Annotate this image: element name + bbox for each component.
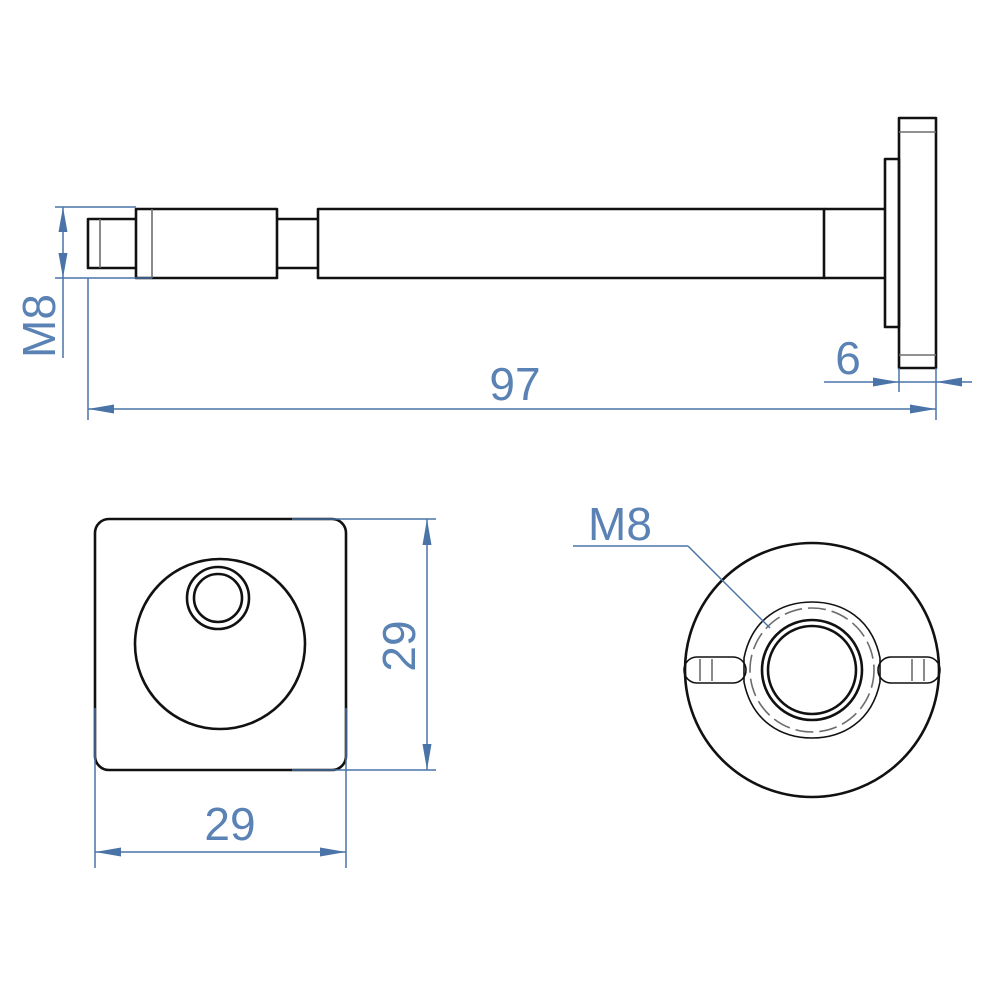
main-shaft (316, 207, 826, 280)
thread-dimension-label: M8 (13, 294, 65, 358)
dim-arrow (88, 404, 114, 414)
neck-section (277, 217, 318, 270)
width-dimension: 29 (94, 708, 347, 868)
bore-inner (766, 624, 858, 716)
dim-arrow (422, 519, 432, 545)
right-wing (877, 656, 941, 684)
end-view: M8 (573, 498, 941, 799)
dim-arrow (422, 744, 432, 770)
round-flange (683, 541, 941, 799)
shoulder-section (134, 207, 279, 280)
end-thread-label: M8 (588, 498, 652, 550)
length-dimension: 97 (87, 278, 937, 420)
dim-arrow (58, 207, 68, 232)
bolt-head-inner (192, 572, 244, 624)
dim-arrow (873, 377, 899, 387)
square-plate (93, 517, 348, 772)
thread-dashed-circle (749, 607, 875, 733)
washer (883, 157, 901, 329)
dim-arrow (936, 377, 962, 387)
wing-nut-body (743, 601, 881, 739)
length-dimension-label: 97 (489, 358, 540, 410)
dim-arrow (910, 404, 936, 414)
left-wing (683, 656, 747, 684)
plate-dimension-label: 6 (835, 332, 861, 384)
thread-leader: M8 (573, 498, 771, 629)
width-dimension-label: 29 (204, 798, 255, 850)
height-dimension: 29 (292, 518, 436, 771)
dim-arrow (320, 847, 346, 857)
dim-arrow (58, 253, 68, 278)
side-view: M8 97 6 (13, 116, 972, 420)
thread-tip (86, 217, 136, 270)
bolt-head-outer (185, 565, 251, 631)
dim-arrow (95, 847, 121, 857)
washer-disc (133, 557, 307, 731)
front-view: 29 29 (93, 517, 436, 868)
shaft-end (824, 207, 885, 280)
height-dimension-label: 29 (373, 620, 425, 671)
thread-dimension: M8 (13, 206, 152, 358)
base-plate (897, 116, 938, 370)
bore-outer (760, 618, 864, 722)
plate-dimension: 6 (824, 332, 972, 392)
